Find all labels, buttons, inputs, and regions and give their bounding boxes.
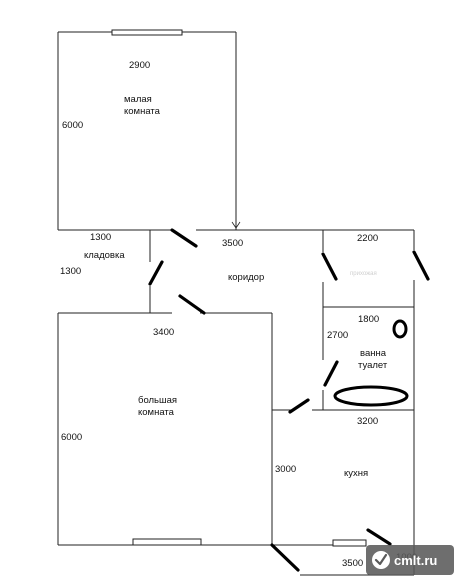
watermark-text: cmlt.ru — [394, 553, 437, 568]
door-corridor-right — [321, 252, 338, 281]
sink-fixture — [392, 319, 408, 339]
big-room-height: 6000 — [61, 432, 82, 443]
hall-faint-label: прихожая — [350, 271, 377, 277]
small-room-width: 2900 — [129, 60, 150, 71]
walls — [57, 29, 415, 576]
corridor-width: 3500 — [222, 238, 243, 249]
window-top — [111, 29, 183, 36]
kitchen-height: 3000 — [275, 464, 296, 475]
kitchen-width: 3200 — [357, 416, 378, 427]
hall-width: 2200 — [357, 233, 378, 244]
bathtub-fixture — [333, 385, 409, 407]
window-bottom — [132, 538, 202, 546]
corridor-name: коридор — [228, 272, 264, 283]
door-big-room — [178, 294, 206, 315]
bath-name-1: ванна — [360, 348, 387, 359]
door-small-room — [170, 228, 198, 248]
doors — [148, 228, 430, 572]
check-icon — [372, 551, 390, 569]
balcony-window — [332, 539, 367, 547]
arrow-marker — [231, 221, 241, 229]
big-room-name-1: большая — [138, 395, 177, 406]
big-room-width: 3400 — [153, 327, 174, 338]
bath-width: 1800 — [358, 314, 379, 325]
door-bath — [323, 360, 339, 387]
door-balcony-left — [270, 543, 300, 572]
watermark-badge: cmlt.ru — [366, 545, 454, 575]
door-hall-right — [412, 250, 430, 281]
bath-name-2: туалет — [358, 360, 388, 371]
storage-name: кладовка — [84, 250, 125, 261]
door-balcony-right — [366, 528, 392, 546]
bath-height: 2700 — [327, 330, 348, 341]
kitchen-name: кухня — [344, 468, 368, 479]
small-room-name-2: комната — [124, 106, 161, 117]
storage-width: 1300 — [90, 232, 111, 243]
storage-height: 1300 — [60, 266, 81, 277]
door-storage — [148, 260, 164, 286]
big-room-name-2: комната — [138, 407, 175, 418]
balcony-width: 3500 — [342, 558, 363, 569]
small-room-name-1: малая — [124, 94, 152, 105]
small-room-height: 6000 — [62, 120, 83, 131]
door-kitchen — [288, 398, 310, 414]
